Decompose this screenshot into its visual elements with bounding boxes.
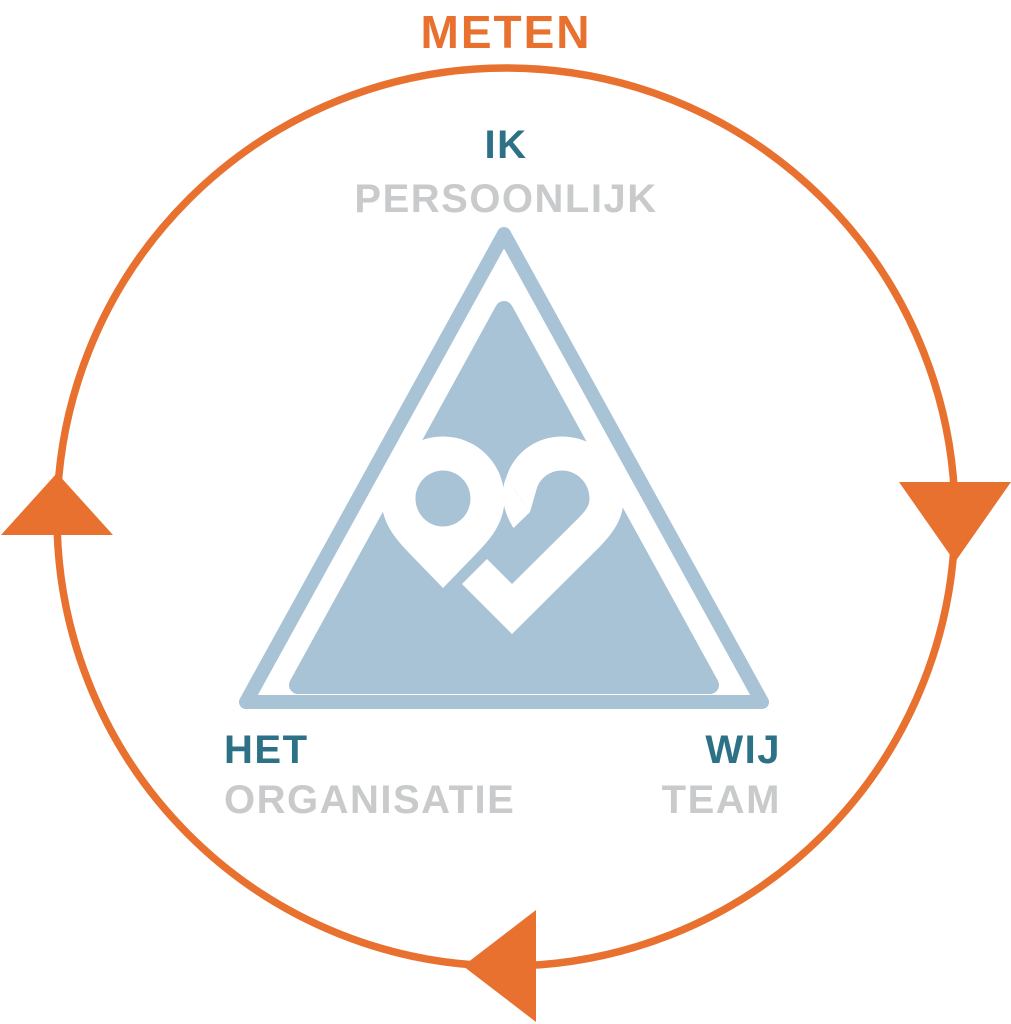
outer-triangle <box>239 227 769 709</box>
corner-label-bottom-left-secondary: ORGANISATIE <box>224 778 515 822</box>
bottom-arrow-icon <box>463 910 536 1022</box>
left-arrow-icon <box>1 473 113 535</box>
corner-label-top-primary: IK <box>485 123 528 167</box>
corner-label-bottom-right-secondary: TEAM <box>662 778 781 822</box>
corner-label-bottom-left-primary: HET <box>224 728 309 772</box>
diagram-title: METEN <box>421 6 592 58</box>
corner-label-bottom-right-primary: WIJ <box>705 728 781 772</box>
corner-label-top-secondary: PERSOONLIJK <box>354 177 657 221</box>
right-arrow-icon <box>899 482 1011 562</box>
heart-pin-icon <box>381 436 624 634</box>
